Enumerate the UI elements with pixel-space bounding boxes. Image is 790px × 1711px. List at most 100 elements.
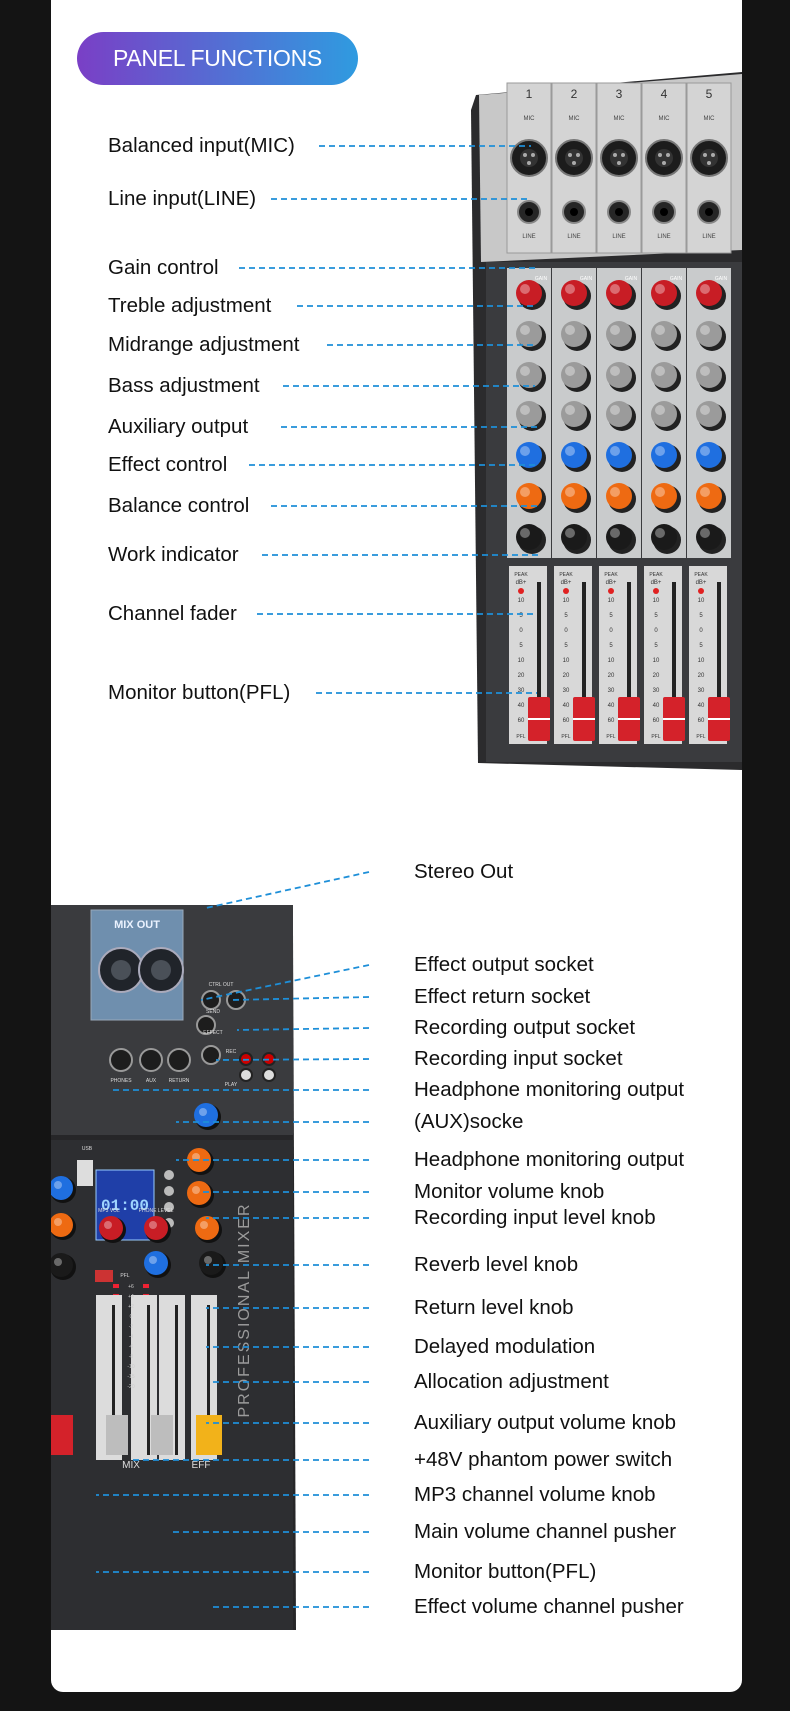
fader-cap [151, 1415, 173, 1455]
fader-slot [717, 582, 721, 732]
channel-number: 5 [706, 87, 713, 101]
bottom-label: Effect volume channel pusher [414, 1595, 684, 1618]
effect-knob [516, 483, 542, 509]
treble-knob [561, 321, 587, 347]
fader-scale: 10 [608, 598, 615, 604]
bottom-label: Recording input level knob [414, 1206, 656, 1229]
bass-knob [516, 401, 542, 427]
channel-number: 3 [616, 87, 623, 101]
knob-shine [700, 325, 710, 335]
knob-shine [700, 446, 710, 456]
meter-scale: -10 [127, 1364, 134, 1370]
peak-led [563, 588, 569, 594]
media-button [164, 1170, 174, 1180]
line-jack-hole [570, 208, 578, 216]
peak-led [518, 588, 524, 594]
fader-scale: 10 [698, 658, 705, 664]
peak-led [608, 588, 614, 594]
jack-socket [139, 1048, 163, 1072]
fader-scale: 60 [653, 718, 660, 724]
gain-label: GAIN [715, 276, 728, 282]
fader-scale: 10 [563, 658, 570, 664]
fader-scale: 10 [563, 598, 570, 604]
gain-label: GAIN [625, 276, 638, 282]
leader-line [215, 1058, 370, 1061]
knob-shine [655, 405, 665, 415]
gain-knob [606, 280, 632, 306]
top-label: Treble adjustment [108, 294, 272, 317]
bottom-fader-slot [112, 1305, 115, 1455]
top-label: Midrange adjustment [108, 333, 300, 356]
mixer-knob [199, 1251, 223, 1275]
treble-knob [516, 321, 542, 347]
bottom-fader-slot [207, 1305, 210, 1455]
panel-functions-badge: PANEL FUNCTIONS [77, 32, 358, 85]
mic-label: MIC [659, 116, 671, 122]
line-label: LINE [657, 234, 670, 240]
xlr-pin [527, 161, 531, 165]
meter-scale: -20 [127, 1384, 134, 1390]
knob-shine [149, 1221, 157, 1229]
fader-slot [627, 582, 631, 732]
bottom-label: Headphone monitoring output [414, 1148, 685, 1171]
bottom-label: (AUX)socke [414, 1110, 524, 1133]
xlr-pin [531, 153, 535, 157]
knob-shine [655, 487, 665, 497]
gain-label: GAIN [670, 276, 683, 282]
knob-shine [104, 1221, 112, 1229]
top-label: Effect control [108, 453, 228, 476]
peak-label: PEAK [604, 572, 618, 578]
mixer-knob [195, 1216, 219, 1240]
mix-label: MIX [122, 1460, 140, 1471]
fader-scale: 10 [653, 598, 660, 604]
pan-knob [651, 524, 677, 550]
pfl-small-label: PFL [120, 1273, 129, 1279]
bottom-label: Headphone monitoring output [414, 1078, 685, 1101]
mixer-knob [51, 1253, 73, 1277]
knob-shine [565, 284, 575, 294]
fader-slot [582, 582, 586, 732]
bottom-label: Stereo Out [414, 860, 514, 883]
bottom-label: Auxiliary output volume knob [414, 1411, 677, 1434]
bass-knob [696, 401, 722, 427]
pfl-label: PFL [561, 734, 570, 740]
line-jack-hole [615, 208, 623, 216]
xlr-pin [658, 153, 662, 157]
pan-knob [696, 524, 722, 550]
fader-scale: 0 [699, 628, 703, 634]
knob-shine [700, 284, 710, 294]
line-label: LINE [702, 234, 715, 240]
effect-knob [606, 483, 632, 509]
meter-scale: -6 [129, 1344, 134, 1350]
xlr-pin [703, 153, 707, 157]
knob-shine [610, 528, 620, 538]
gain-knob [561, 280, 587, 306]
fader-scale: 10 [608, 658, 615, 664]
fader-scale: 5 [654, 613, 658, 619]
effect-knob [696, 483, 722, 509]
gain-label: GAIN [535, 276, 548, 282]
knob-shine [565, 528, 575, 538]
line-jack-hole [705, 208, 713, 216]
bottom-label: Monitor button(PFL) [414, 1560, 597, 1583]
treble-knob [606, 321, 632, 347]
knob-shine [700, 405, 710, 415]
knob-shine [565, 405, 575, 415]
line-jack-hole [660, 208, 668, 216]
fader-scale: 30 [518, 688, 525, 694]
fader-scale: 20 [698, 673, 705, 679]
phantom-switch [95, 1270, 113, 1282]
meter-led [113, 1284, 119, 1288]
knob-shine [565, 325, 575, 335]
peak-label: PEAK [514, 572, 528, 578]
meter-led [143, 1284, 149, 1288]
db-label: dB+ [561, 580, 572, 586]
treble-knob [651, 321, 677, 347]
leader-line [230, 996, 370, 1001]
knob-shine [54, 1218, 62, 1226]
fader-scale: 60 [698, 718, 705, 724]
effect-knob [651, 483, 677, 509]
mic-label: MIC [614, 116, 626, 122]
